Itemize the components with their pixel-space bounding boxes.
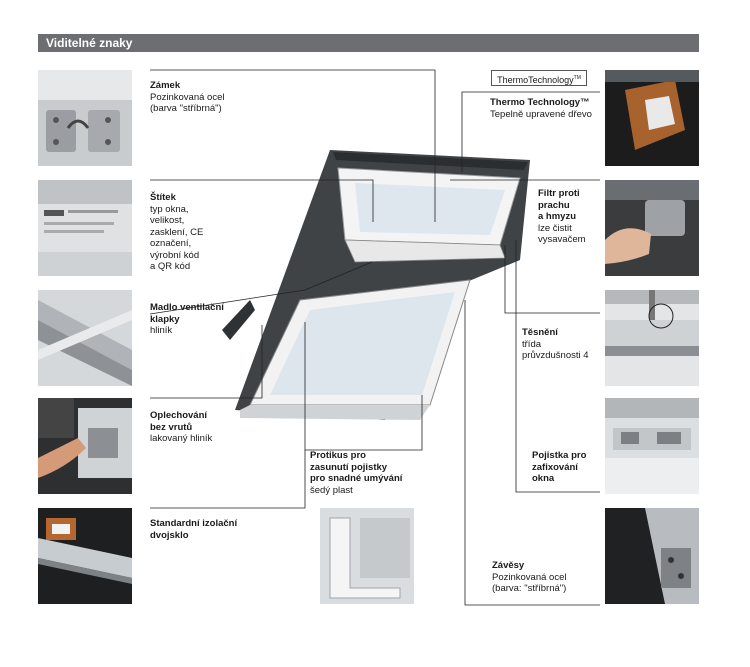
label-protikus-title-1: zasunutí pojistky [310, 461, 388, 473]
label-zamek-title: Zámek [150, 80, 181, 91]
label-stitek-desc-2: zasklení, CE [150, 226, 204, 238]
label-madlo: Madlo ventilační klapky hliník [150, 302, 224, 337]
label-stitek-title: Štítek [150, 192, 176, 203]
label-tesneni-title: Těsnění [522, 327, 558, 338]
label-filtr-title-2: a hmyzu [538, 211, 577, 222]
label-zavesy-desc-1: (barva: "stříbrná") [492, 583, 567, 594]
label-zavesy: Závěsy Pozinkovaná ocel (barva: "stříbrn… [492, 560, 566, 595]
label-oplechovani-title-1: bez vrutů [150, 421, 193, 433]
thermo-technology-logo: ThermoTechnologyTM [491, 70, 587, 86]
label-filtr-title-1: prachu [538, 199, 570, 211]
label-zavesy-title: Závěsy [492, 560, 525, 571]
safety-catch-photo [605, 398, 699, 494]
label-zamek: Zámek Pozinkovaná ocel (barva "stříbrná"… [150, 80, 224, 115]
label-pojistka-title-2: okna [532, 473, 555, 484]
label-protikus-title-2: pro snadné umývání [310, 473, 403, 484]
brand-part2: Technology [528, 75, 574, 85]
label-protikus-desc-0: šedý plast [310, 484, 353, 496]
label-filtr-desc-1: vysavačem [538, 234, 586, 245]
label-zamek-desc-1: (barva "stříbrná") [150, 103, 222, 114]
label-tesneni: Těsnění třída průvzdušnosti 4 [522, 327, 589, 362]
label-filtr-title-0: Filtr proti [538, 188, 580, 199]
label-pojistka-title-0: Pojistka pro [532, 450, 587, 461]
label-stitek-desc-4: výrobní kód [150, 249, 200, 261]
label-oplechovani-title-0: Oplechování [150, 410, 208, 421]
label-pojistka: Pojistka pro zafixování okna [532, 450, 586, 485]
label-thermo-desc-0: Tepelně upravené dřevo [490, 108, 592, 120]
header-bar: Viditelné znaky [38, 34, 699, 52]
label-tesneni-desc-1: průvzdušnosti 4 [522, 350, 589, 361]
handle-photo [38, 290, 132, 386]
label-protikus-title-0: Protikus pro [310, 450, 366, 461]
label-oplechovani: Oplechování bez vrutů lakovaný hliník [150, 410, 212, 445]
label-thermo: Thermo Technology™ Tepelně upravené dřev… [490, 97, 592, 120]
lock-photo [38, 70, 132, 166]
label-protikus: Protikus pro zasunutí pojistky pro snadn… [310, 450, 402, 496]
glazing-photo [38, 508, 132, 604]
label-stitek-desc-0: typ okna, [150, 203, 189, 215]
label-pojistka-title-1: zafixování [532, 461, 578, 473]
label-thermo-title: Thermo Technology™ [490, 97, 590, 108]
label-filtr-desc-0: lze čistit [538, 222, 572, 234]
filter-photo [605, 180, 699, 276]
label-madlo-title-1: klapky [150, 313, 180, 325]
label-madlo-desc-0: hliník [150, 325, 173, 336]
hinge-photo [605, 508, 699, 604]
label-oplechovani-desc-0: lakovaný hliník [150, 433, 213, 444]
label-stitek: Štítek typ okna, velikost, zasklení, CE … [150, 192, 203, 273]
label-izolacni-title-0: Standardní izolační [150, 518, 238, 529]
wood-section-photo [605, 70, 699, 166]
label-tesneni-desc-0: třída [522, 338, 542, 350]
label-filtr: Filtr proti prachu a hmyzu lze čistit vy… [538, 188, 586, 246]
header-title: Viditelné znaky [46, 36, 133, 50]
brand-tm: TM [573, 75, 581, 81]
label-izolacni: Standardní izolační dvojsklo [150, 518, 237, 541]
label-zavesy-desc-0: Pozinkovaná ocel [492, 571, 567, 583]
label-photo [38, 180, 132, 276]
brand-part1: Thermo [497, 75, 529, 85]
label-izolacni-title-1: dvojsklo [150, 529, 189, 541]
flashing-photo [38, 398, 132, 494]
striker-photo [320, 508, 414, 604]
label-stitek-desc-5: a QR kód [150, 261, 191, 272]
label-madlo-title-0: Madlo ventilační [150, 302, 224, 313]
label-zamek-desc-0: Pozinkovaná ocel [150, 91, 225, 103]
seal-photo [605, 290, 699, 386]
label-stitek-desc-3: označení, [150, 238, 192, 249]
label-stitek-desc-1: velikost, [150, 215, 185, 226]
